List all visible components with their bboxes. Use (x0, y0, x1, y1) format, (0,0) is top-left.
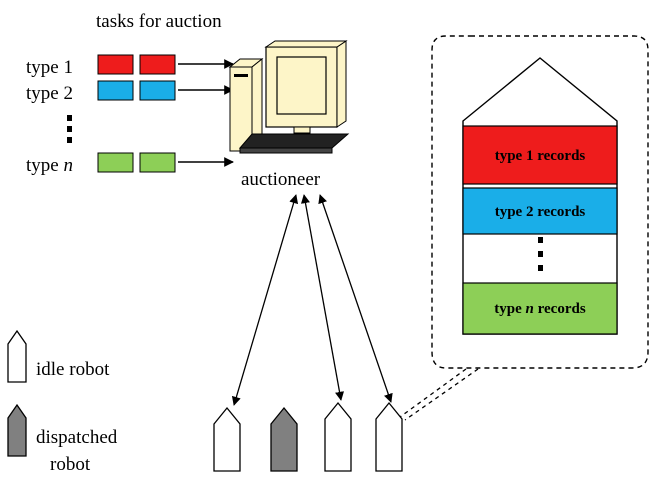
legend: idle robot dispatched robot (7, 329, 118, 475)
record-label-2: type 2 records (495, 204, 586, 220)
record-block-2 (462, 187, 618, 235)
callout-pointer-1 (399, 368, 467, 418)
task-block-2b (139, 80, 176, 101)
task-type-label-1: type 1 (26, 57, 73, 78)
robot-1-icon (213, 406, 241, 472)
task-ellipsis (67, 115, 72, 143)
communication-arrows (231, 194, 393, 406)
legend-idle-label: idle robot (36, 359, 110, 380)
callout-bubble (431, 35, 649, 369)
legend-dispatched-robot-icon (7, 403, 27, 457)
robot-4-icon (375, 401, 403, 472)
task-type-label-2: type 2 (26, 83, 73, 104)
computer-icon (228, 40, 350, 154)
task-type-row-2: type 2 (26, 80, 234, 104)
legend-dispatched-label-2: robot (50, 454, 91, 475)
link-arrow-2 (300, 194, 345, 401)
robot-3-icon (324, 401, 352, 472)
task-block-1b (139, 54, 176, 75)
task-block-na (97, 152, 134, 173)
record-block-n (462, 282, 618, 335)
legend-idle-robot-icon (7, 329, 27, 383)
task-block-nb (139, 152, 176, 173)
record-label-n: type n records (494, 301, 586, 317)
robots (213, 401, 403, 472)
record-label-1: type 1 records (495, 148, 586, 164)
robot-record-store: type 1 records type 2 records type n rec… (462, 57, 618, 335)
task-type-label-n: type n (26, 155, 73, 176)
link-arrow-1 (231, 194, 299, 406)
task-block-2a (97, 80, 134, 101)
task-type-row-n: type n (26, 152, 234, 176)
link-arrow-3 (318, 194, 393, 403)
diagram-title: tasks for auction (96, 11, 222, 32)
legend-dispatched-label-1: dispatched (36, 427, 118, 448)
robot-2-icon (270, 406, 298, 472)
task-block-1a (97, 54, 134, 75)
record-block-1 (462, 125, 618, 185)
task-type-row-1: type 1 (26, 54, 234, 78)
auctioneer-label: auctioneer (241, 169, 321, 190)
callout-pointer-2 (404, 368, 479, 421)
